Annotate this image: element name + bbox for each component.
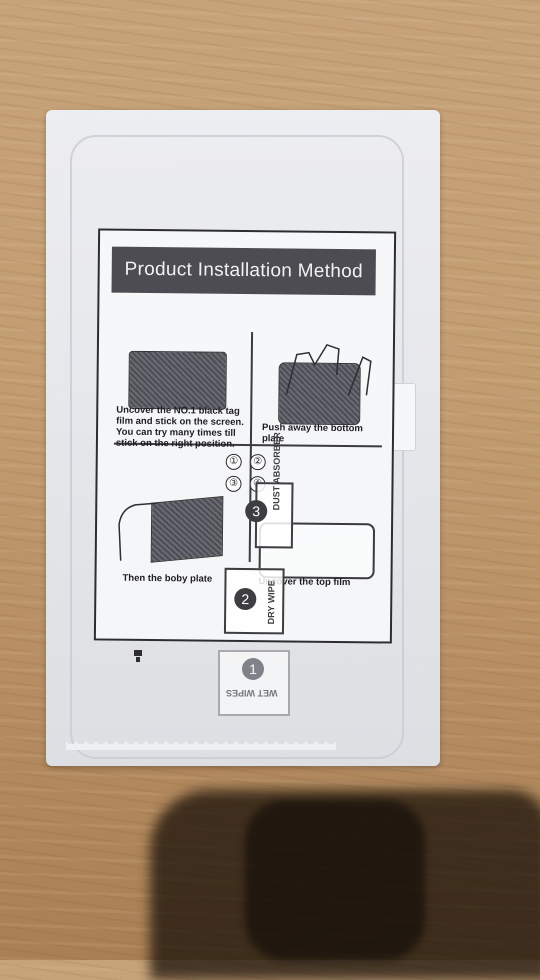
step3-text: Then the boby plate bbox=[122, 572, 213, 585]
hand-left-icon bbox=[118, 502, 158, 561]
marker-3: ③ bbox=[225, 475, 242, 492]
instruction-sheet: Product Installation Method Uncover the … bbox=[93, 228, 397, 644]
dry-wipe-packet: 2 DRY WIPE bbox=[223, 567, 285, 635]
dust-packet-number: 3 bbox=[245, 500, 268, 523]
wet-wipes-packet: 1 WET WIPES bbox=[218, 650, 290, 716]
small-square-icon bbox=[134, 650, 142, 662]
step1-text: Uncover the NO.1 black tag film and stic… bbox=[115, 404, 244, 450]
hand-shadow-core bbox=[245, 800, 425, 960]
dust-absorber-packet: 3 DUST ABSORBER bbox=[245, 432, 294, 549]
hand-icon bbox=[285, 343, 372, 396]
wet-packet-label: WET WIPES bbox=[226, 688, 278, 698]
wet-packet-number: 1 bbox=[242, 658, 264, 680]
body-plate-illustration bbox=[150, 495, 224, 563]
black-tag-film-illustration bbox=[128, 350, 227, 410]
marker-1: ① bbox=[225, 453, 242, 470]
marker-2: ② bbox=[249, 454, 266, 471]
dry-packet-number: 2 bbox=[234, 587, 257, 611]
sleeve-serrated-edge bbox=[66, 740, 336, 750]
sheet-title: Product Installation Method bbox=[111, 246, 376, 296]
dry-packet-label: DRY WIPE bbox=[266, 580, 277, 625]
dust-packet-label: DUST ABSORBER bbox=[271, 432, 283, 511]
